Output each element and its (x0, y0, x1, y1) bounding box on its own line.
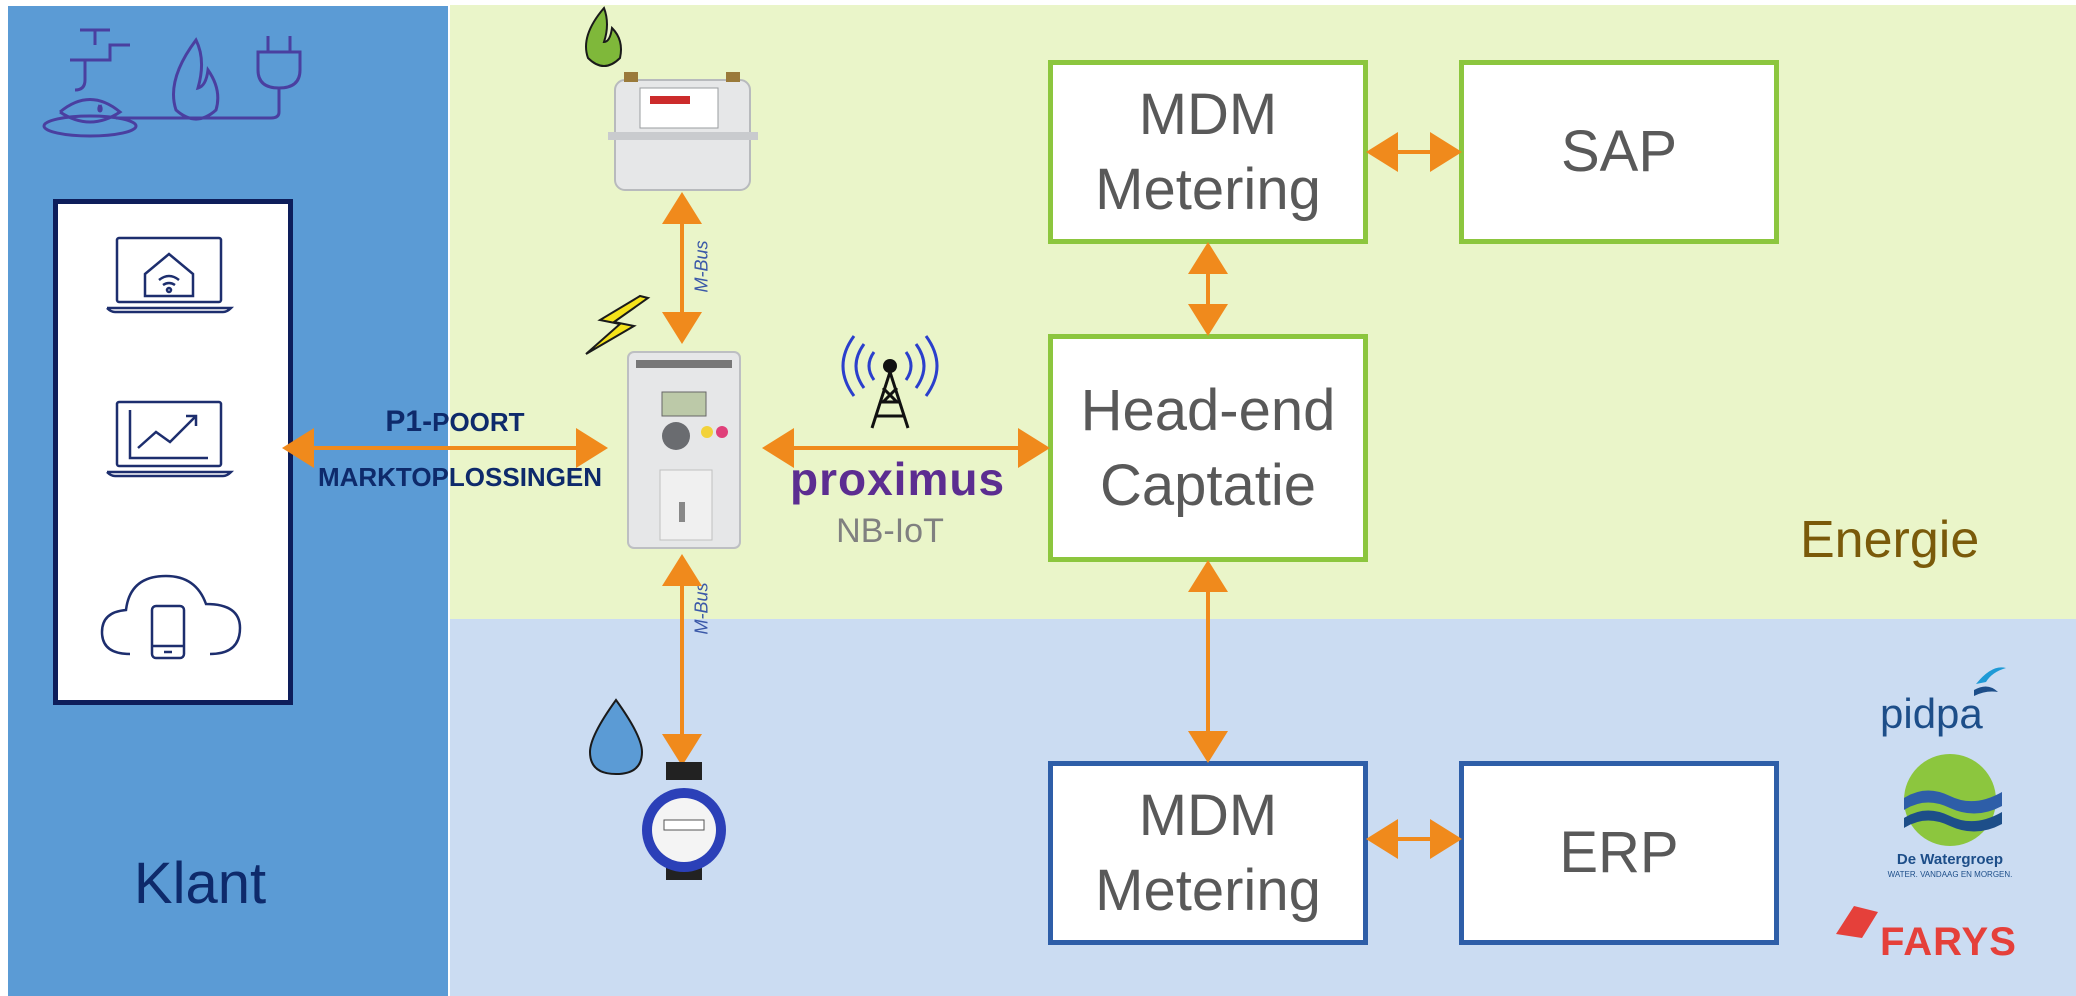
mdm-water-line1: MDM (1138, 782, 1278, 848)
pidpa-logo: pidpa (1880, 690, 1983, 737)
farys-icon (1836, 906, 1878, 938)
klant-label: Klant (133, 851, 267, 916)
pidpa-wave-icon (1974, 667, 2006, 696)
sap-box: SAP (1459, 60, 1779, 244)
energie-label: Energie (1800, 511, 1980, 569)
electricity-meter-image (627, 351, 741, 549)
water-meter-image (642, 762, 726, 880)
erp-label: ERP (1559, 820, 1679, 886)
gas-flame-icon (172, 37, 220, 121)
water-tap-icon (42, 28, 138, 138)
headend-line1: Head-end (1080, 377, 1336, 443)
gas-meter-image (608, 72, 758, 191)
watergroep-tagline: WATER. VANDAAG EN MORGEN. (1887, 870, 2013, 879)
cloud-phone-icon (100, 574, 242, 660)
nb-iot-label: NB-IoT (836, 512, 944, 550)
mdm-water-line2: Metering (1095, 858, 1321, 923)
farys-logo: FARYS (1880, 920, 2017, 964)
sap-label: SAP (1560, 119, 1678, 185)
mdm-energy-line1: MDM (1138, 81, 1278, 147)
antenna-tower-icon (841, 335, 939, 429)
lightning-icon (585, 294, 651, 355)
mdm-metering-water-box: MDM Metering (1048, 761, 1368, 945)
green-flame-icon (585, 6, 622, 67)
chart-laptop-icon (106, 400, 235, 478)
headend-line2: Captatie (1099, 453, 1317, 518)
electric-plug-icon (116, 36, 302, 120)
smart-home-laptop-icon (106, 236, 235, 314)
water-drop-icon (588, 698, 644, 776)
watergroep-icon (1904, 754, 2002, 846)
watergroep-logo: De Watergroep (1896, 851, 2004, 868)
mdm-metering-energy-box: MDM Metering (1048, 60, 1368, 244)
erp-box: ERP (1459, 761, 1779, 945)
mdm-energy-line2: Metering (1095, 157, 1321, 222)
